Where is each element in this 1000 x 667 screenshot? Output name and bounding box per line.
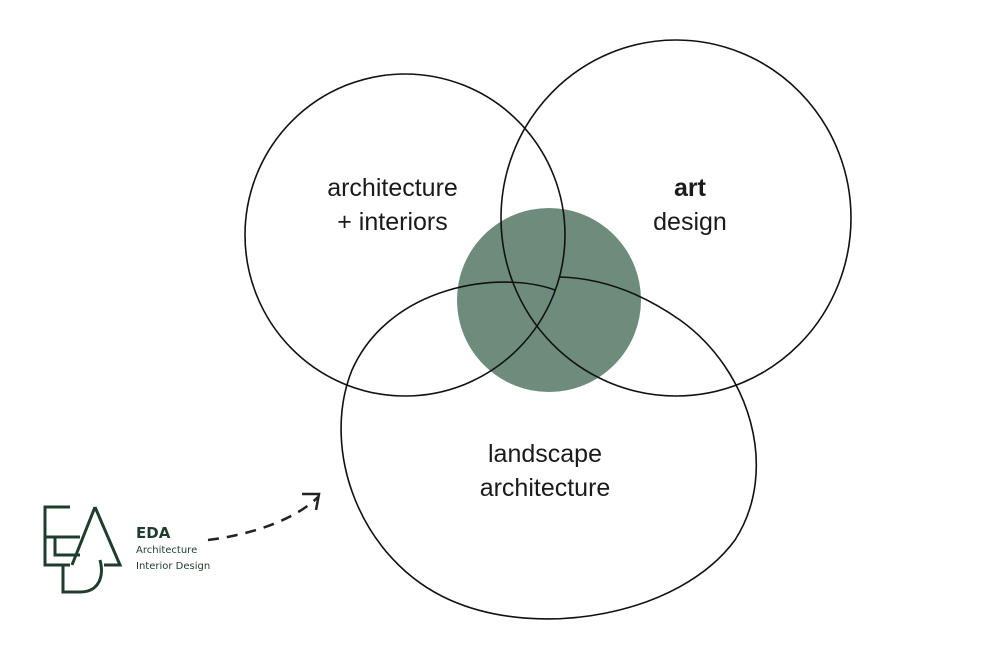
- circle-landscape-architecture: [340, 276, 757, 620]
- label-line: architecture: [327, 174, 458, 202]
- label-line: architecture: [479, 474, 611, 502]
- brand-name: EDA: [136, 524, 171, 542]
- eda-logo: [43, 505, 123, 594]
- brand-line-1: Architecture: [136, 545, 198, 556]
- circle-architecture-interiors: [244, 73, 566, 397]
- label-line: design: [653, 208, 727, 236]
- arrow-head-icon: [302, 492, 321, 511]
- label-landscape-architecture: landscape architecture: [445, 437, 645, 505]
- brand-block: EDA Architecture Interior Design: [136, 523, 210, 575]
- label-art-design: art design: [630, 171, 750, 239]
- label-line: + interiors: [337, 208, 448, 236]
- label-architecture-interiors: architecture + interiors: [300, 171, 485, 239]
- brand-line-2: Interior Design: [136, 561, 211, 572]
- label-line: art: [674, 174, 706, 202]
- label-line: landscape: [488, 440, 602, 468]
- circle-art-design: [500, 39, 852, 397]
- intersection-highlight: [457, 208, 641, 392]
- dashed-arrow: [207, 496, 319, 542]
